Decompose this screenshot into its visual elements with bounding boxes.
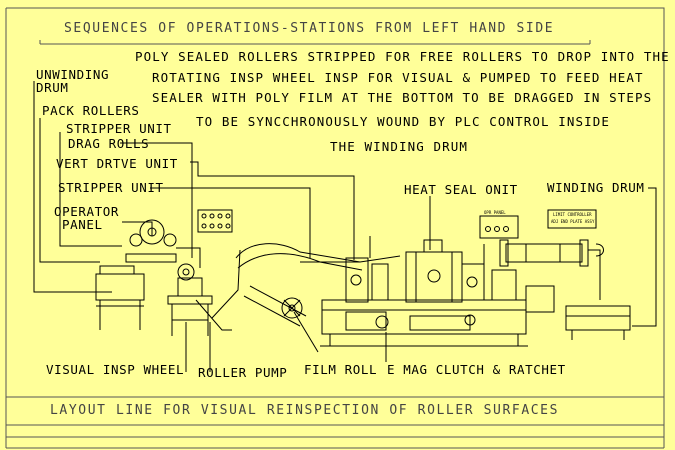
leader-drag-rolls [120, 142, 193, 258]
label-stripper-unit-top: STRIPPER UNIT [66, 121, 172, 136]
label-winding-drum: WINDING DRUM [547, 180, 645, 195]
description-line-1: POLY SEALED ROLLERS STRIPPED FOR FREE RO… [135, 49, 670, 64]
film-roll [281, 297, 303, 319]
mag-clutch [375, 315, 389, 329]
label-heat-seal-unit: HEAT SEAL ONIT [404, 182, 518, 197]
description-line-5: THE WINDING DRUM [330, 139, 469, 154]
label-drag-rolls: DRAG ROLLS [68, 136, 150, 151]
operator-panel-box [197, 209, 233, 233]
label-unwinding-drum-2: DRUM [36, 80, 69, 95]
leader-operator-panel [122, 221, 153, 236]
label-vert-drive-unit: VERT DRTVE UNIT [56, 156, 178, 171]
label-pack-rollers: PACK ROLLERS [42, 103, 140, 118]
leader-pack-rollers [39, 118, 100, 263]
winding-drum-cylinder [505, 243, 583, 263]
opr-panel-box [479, 215, 519, 239]
label-film-roll: FILM ROLL [304, 362, 378, 377]
heat-seal-frame [321, 299, 527, 335]
leader-stripper [150, 187, 311, 258]
label-operator-panel-2: PANEL [62, 217, 103, 232]
description-line-4: TO BE SYNCCHRONOUSLY WOUND BY PLC CONTRO… [196, 114, 611, 129]
limit-controller-box [547, 209, 597, 229]
label-opr-panel: OPR PANEL [484, 210, 506, 215]
label-limit-controller: LIMIT CONTROLLER [553, 212, 592, 217]
page-title: SEQUENCES OF OPERATIONS-STATIONS FROM LE… [64, 21, 555, 36]
footer-box [6, 396, 664, 449]
leader-stripper-top [59, 132, 122, 247]
leader-film-roll [293, 311, 319, 353]
drawing-frame [5, 7, 665, 448]
label-limit-controller-2: ADJ END PLATE ASSY [551, 219, 595, 224]
winding-drum-base [565, 305, 631, 331]
unwinding-drum-base [95, 273, 145, 301]
unwinding-drum-wheel [139, 219, 165, 245]
footer-title: LAYOUT LINE FOR VISUAL REINSPECTION OF R… [50, 403, 560, 418]
leader-vert-drive [190, 161, 355, 260]
label-unwinding-drum: UNWINDING [36, 67, 110, 82]
label-mag-clutch: E MAG CLUTCH & RATCHET [387, 362, 566, 377]
roller-pump-chute [235, 243, 361, 263]
leader-winding-drum [632, 187, 657, 327]
description-line-3: SEALER WITH POLY FILM AT THE BOTTOM TO B… [152, 90, 653, 105]
description-line-2: ROTATING INSP WHEEL INSP FOR VISUAL & PU… [152, 70, 644, 85]
label-operator-panel: OPERATOR [54, 204, 120, 219]
label-roller-pump: ROLLER PUMP [198, 365, 288, 380]
label-stripper-unit: STRIPPER UNIT [58, 180, 164, 195]
leader-unwinding-drum [33, 81, 112, 293]
label-visual-insp-wheel: VISUAL INSP WHEEL [46, 362, 185, 377]
inspection-stand [167, 295, 213, 305]
